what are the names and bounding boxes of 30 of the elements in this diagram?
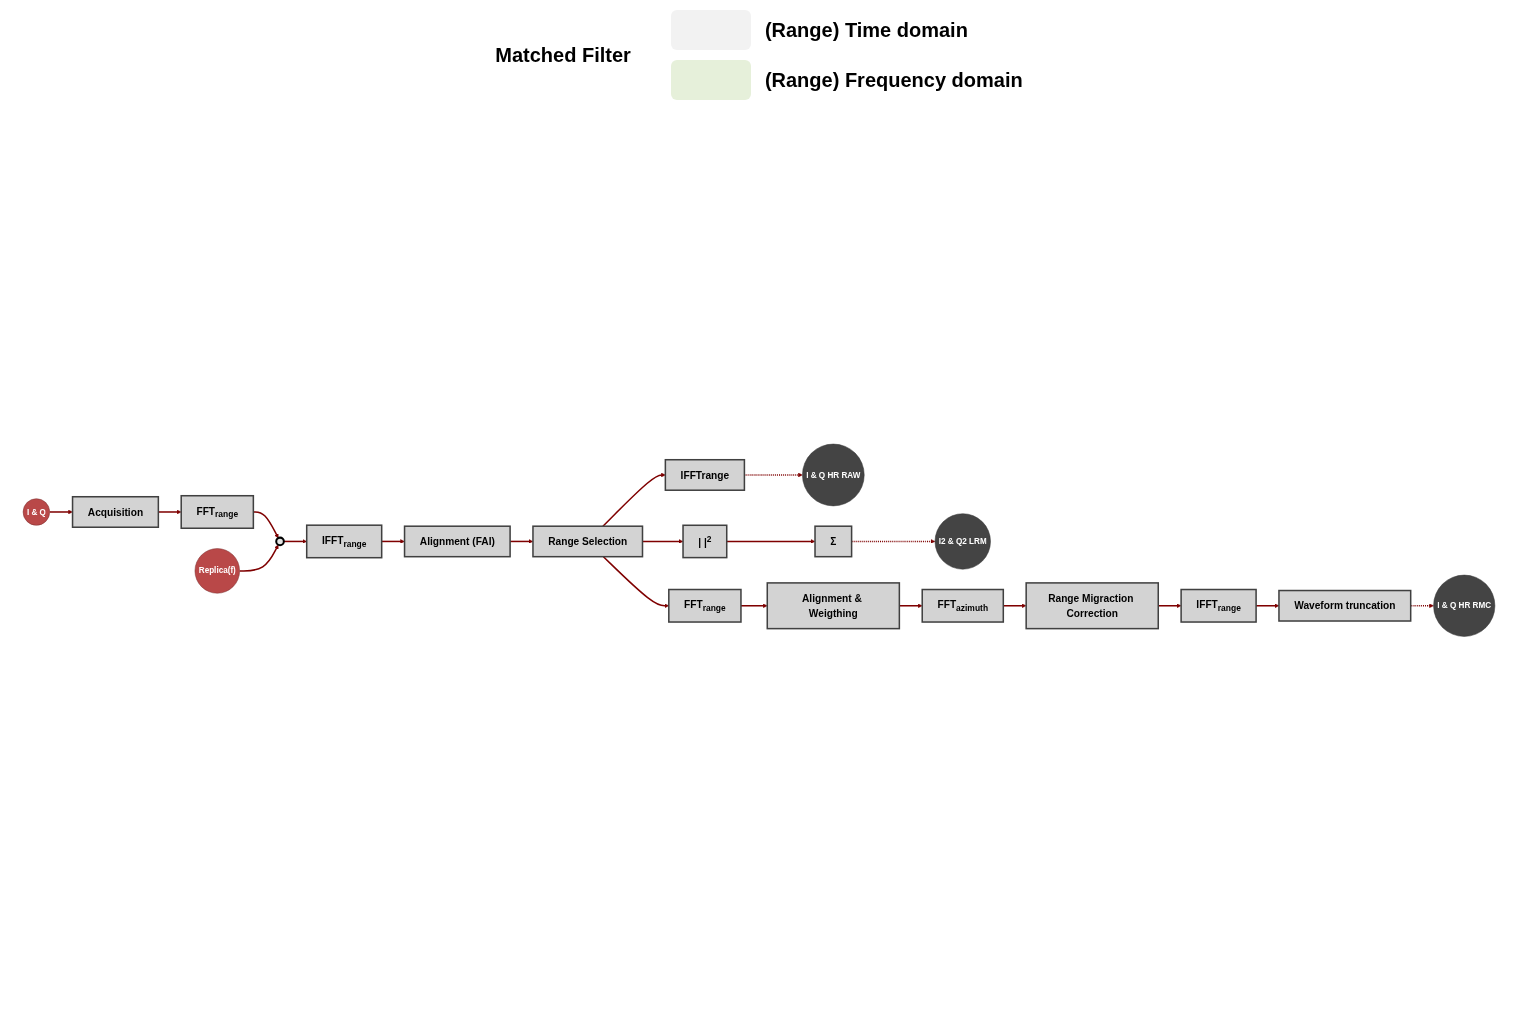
node-circle: I & Q HR RAW xyxy=(802,443,865,506)
node-box: Alignment (FAI) xyxy=(403,525,511,558)
arrow xyxy=(283,538,307,544)
node-box: Acquisition xyxy=(71,495,160,528)
node-circle xyxy=(275,536,285,546)
node-circle: I & Q xyxy=(22,498,50,526)
node-box: IFFTrange xyxy=(664,458,746,491)
arrow xyxy=(602,555,669,608)
node-box: Alignment & Weigthing xyxy=(766,581,901,630)
arrow xyxy=(740,603,768,608)
node-circle: I & Q HR RMC xyxy=(1433,574,1496,637)
node-box: | |$^{2}$ xyxy=(682,524,728,559)
node-box: FFT$_{range}$ xyxy=(180,494,255,529)
node-box: FFT$_{range}$ xyxy=(668,588,742,623)
arrow xyxy=(726,538,816,544)
legend-label: (Range) Time domain xyxy=(764,18,968,42)
note-label: Matched Filter xyxy=(495,43,631,67)
node-box: Waveform truncation xyxy=(1278,589,1412,622)
arrow xyxy=(238,544,279,572)
node-circle: I2 & Q2 LRM xyxy=(934,513,991,570)
node-box: FFT$_{azimuth}$ xyxy=(921,588,1005,623)
node-box: IFFT$_{range}$ xyxy=(305,524,383,559)
node-box: Range Migraction Correction xyxy=(1025,581,1159,630)
arrow xyxy=(602,472,666,527)
arrow xyxy=(48,509,73,514)
legend-label: (Range) Frequency domain xyxy=(764,68,1023,92)
node-box: IFFT$_{range}$ xyxy=(1180,588,1257,623)
node-box: Σ xyxy=(814,525,853,558)
node-circle: Replica(f) xyxy=(194,548,240,594)
node-box: Range Selection xyxy=(532,525,644,558)
